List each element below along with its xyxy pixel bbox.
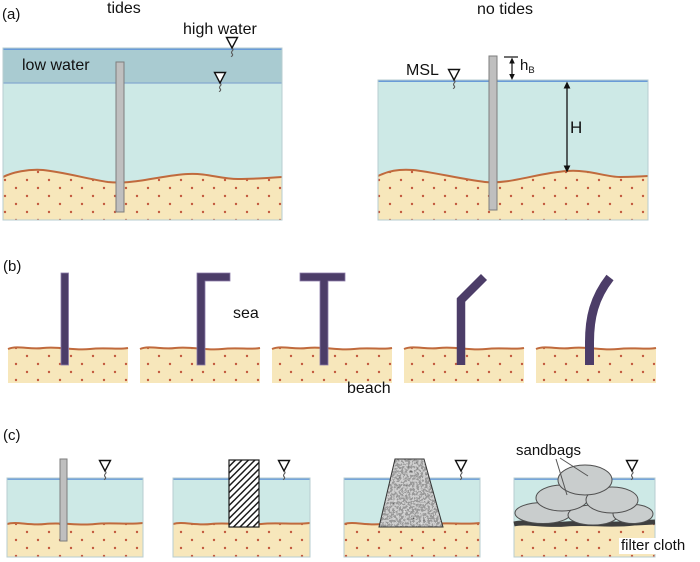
pile [59,458,68,542]
pile [115,61,125,213]
seabed-sand [3,169,282,220]
panel-a-title-no-tides: no tides [477,1,534,18]
hatched-wall [228,459,260,528]
beach-label: beach [347,380,391,397]
panel-b-tag: (b) [3,258,22,275]
seabed-sand [378,169,648,220]
depth-label: H [570,118,583,137]
rubble-mound-diagram [343,458,481,558]
freeboard-dimension-arrow [504,56,518,80]
sandbags-pointer-lines [555,457,589,496]
panel-a-tides-diagram [2,36,283,221]
low-water-label: low water [22,57,90,74]
thin-pile-diagram [6,458,144,558]
panel-c-wall-types [6,457,656,558]
panel-a-title-tides: tides [107,0,141,17]
wall-angled-top [456,273,488,365]
water-level-icon [625,459,639,481]
panel-b-wall-shapes [7,272,657,383]
pile [488,55,498,211]
sea-label: sea [233,305,259,322]
hatched-wall-diagram [172,459,311,558]
water-level-icon [98,459,112,481]
sandbags [514,464,654,526]
filter-cloth-label: filter cloth [619,537,688,554]
high-water-label: high water [183,21,257,38]
wall-l-shaped [196,272,231,366]
sandbags-label: sandbags [516,442,582,459]
panel-a-no-tides-diagram [377,55,649,221]
panel-c-tag: (c) [3,427,21,444]
freeboard-subscript: B [528,65,535,76]
beach-sand-blocks [7,346,657,383]
water-level-icon [277,459,291,481]
wall-curved-top [585,274,614,365]
wall-straight [60,272,69,366]
filter-cloth [513,519,656,527]
freeboard-label: hB [520,58,535,76]
panel-a-tag: (a) [2,6,21,23]
freeboard-symbol: h [520,57,529,74]
depth-dimension-arrow [563,81,571,173]
msl-label: MSL [406,62,439,79]
wall-t-shaped [299,272,346,366]
water-level-icon [454,459,468,481]
